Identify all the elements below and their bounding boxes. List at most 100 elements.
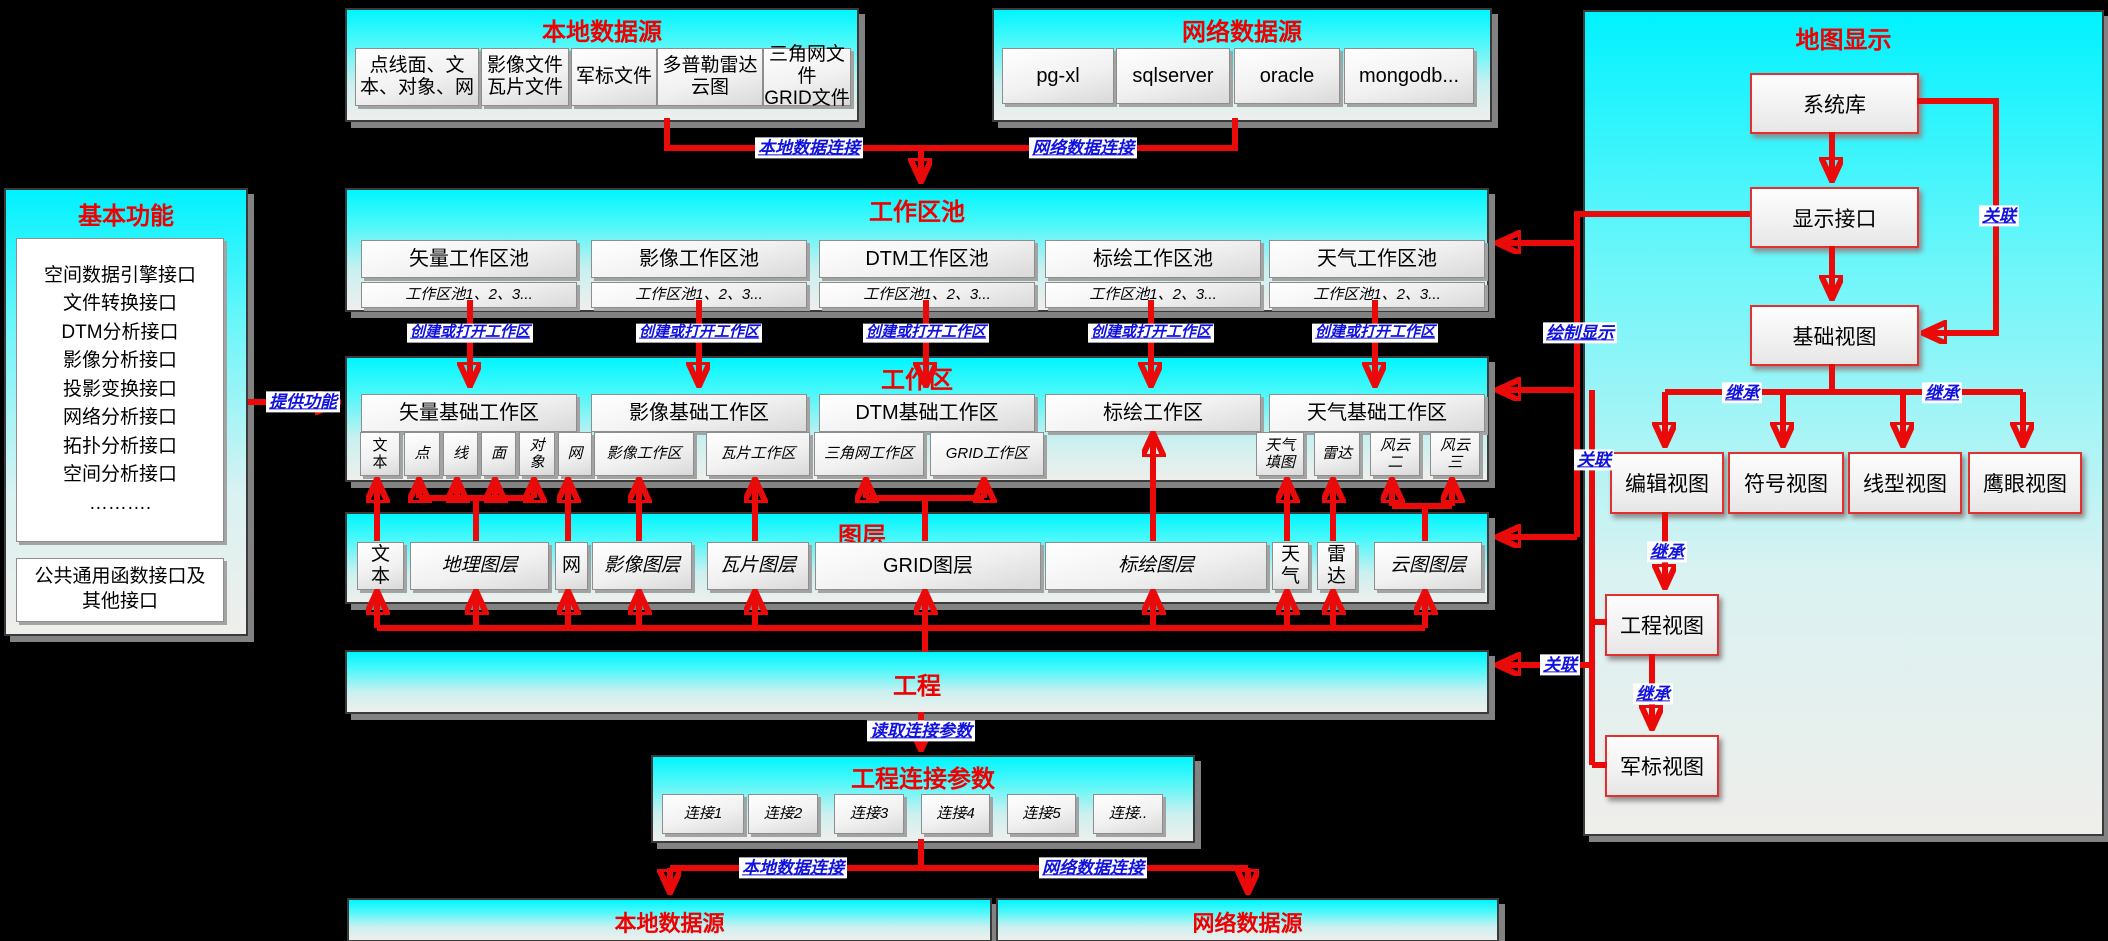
layer-image: 影像图层 [592,542,692,590]
ws-sub-tile: 瓦片工作区 [706,432,810,476]
layer-cloud: 云图图层 [1374,542,1482,590]
local-item-vector: 点线面、文 本、对象、网 [355,48,479,106]
ws-sub-net: 网 [558,432,592,476]
ws-sub-grid: GRID工作区 [930,432,1044,476]
label-associate-project: 关联 [1540,654,1580,676]
ws-sub-text: 文 本 [360,432,400,476]
display-interface-node: 显示接口 [1750,187,1919,248]
base-view-node: 基础视图 [1750,305,1919,366]
project-view-node: 工程视图 [1605,594,1719,656]
ws-sub-tin: 三角网工作区 [814,432,924,476]
pool-column-dtm: DTM工作区池 [819,240,1035,278]
pool-column-plot: 标绘工作区池 [1045,240,1261,278]
layers-bar: 图层 文 本 地理图层 网 影像图层 瓦片图层 GRID图层 标绘图层 天 气 … [345,512,1489,604]
pool-instances: 工作区池1、2、3... [361,282,577,308]
pool-column-image: 影像工作区池 [591,240,807,278]
layer-tile: 瓦片图层 [707,542,809,590]
ws-weather-base: 天气基础工作区 [1269,394,1485,432]
conn-1: 连接1 [662,794,744,834]
label-associate-views: 关联 [1574,449,1614,471]
label-network-data-connection-top: 网络数据连接 [1029,137,1137,159]
ws-image-base: 影像基础工作区 [591,394,807,432]
conn-3: 连接3 [834,794,904,834]
label-create-open-workspace-1: 创建或打开工作区 [406,323,534,343]
layer-weather: 天 气 [1272,542,1309,590]
label-inherit-right: 继承 [1922,382,1962,404]
ws-sub-fy2: 风云 二 [1370,432,1420,476]
pool-instances: 工作区池1、2、3... [1269,282,1485,308]
workspace-pool-title: 工作区池 [869,199,965,226]
network-item-mongodb: mongodb... [1344,48,1474,104]
label-inherit-military-view: 继承 [1633,683,1673,705]
conn-5: 连接5 [1007,794,1076,834]
conn-2: 连接2 [748,794,818,834]
pool-column-weather: 天气工作区池 [1269,240,1485,278]
ws-sub-object: 对 象 [519,432,555,476]
network-item-sqlserver: sqlserver [1116,48,1230,104]
eagle-eye-view-node: 鹰眼视图 [1968,452,2082,514]
network-item-oracle: oracle [1234,48,1340,104]
workspace-title: 工作区 [881,367,953,394]
label-create-open-workspace-2: 创建或打开工作区 [635,323,763,343]
label-inherit-project-view: 继承 [1647,541,1687,563]
local-data-source-title: 本地数据源 [542,19,662,46]
ws-vector-base: 矢量基础工作区 [361,394,577,432]
ws-sub-image: 影像工作区 [594,432,694,476]
conn-more: 连接.. [1093,794,1163,834]
label-provide-functions: 提供功能 [266,391,340,413]
label-network-data-connection-bottom: 网络数据连接 [1039,857,1147,879]
pool-instances: 工作区池1、2、3... [819,282,1035,308]
system-library-node: 系统库 [1750,73,1919,134]
layer-net: 网 [555,542,588,590]
local-item-military-files: 军标文件 [571,48,657,106]
ws-sub-point: 点 [404,432,440,476]
edit-view-node: 编辑视图 [1610,452,1724,514]
local-data-source-bottom-bar: 本地数据源 [347,898,992,941]
ws-sub-radar: 雷达 [1314,432,1360,476]
label-associate-syslib: 关联 [1979,205,2019,227]
basic-functions-panel: 基本功能 空间数据引擎接口 文件转换接口 DTM分析接口 影像分析接口 投影变换… [4,188,248,636]
network-item-pgxl: pg-xl [1002,48,1114,104]
ws-sub-weather-map: 天气 填图 [1256,432,1304,476]
local-item-doppler: 多普勒雷达 云图 [657,48,763,106]
local-item-tin-grid: 三角网文件 GRID文件 [763,44,851,109]
network-data-source-title: 网络数据源 [1182,19,1302,46]
pool-instances: 工作区池1、2、3... [1045,282,1261,308]
symbol-view-node: 符号视图 [1728,452,1844,514]
layer-plot: 标绘图层 [1045,542,1267,590]
connection-params-panel: 工程连接参数 连接1 连接2 连接3 连接4 连接5 连接.. [651,755,1195,843]
local-data-source-top-panel: 本地数据源 点线面、文 本、对象、网 影像文件 瓦片文件 军标文件 多普勒雷达 … [345,8,859,122]
local-data-source-bottom-title: 本地数据源 [614,911,725,936]
network-data-source-top-panel: 网络数据源 pg-xl sqlserver oracle mongodb... [992,8,1492,122]
workspace-pool-bar: 工作区池 矢量工作区池 影像工作区池 DTM工作区池 标绘工作区池 天气工作区池… [345,188,1489,312]
layer-text: 文 本 [357,542,404,590]
pool-column-vector: 矢量工作区池 [361,240,577,278]
layer-geographic: 地理图层 [410,542,549,590]
network-data-source-bottom-title: 网络数据源 [1192,911,1303,936]
label-create-open-workspace-5: 创建或打开工作区 [1311,323,1439,343]
label-draw-display: 绘制显示 [1543,322,1617,344]
basic-functions-title: 基本功能 [78,203,174,230]
label-inherit-left: 继承 [1722,382,1762,404]
label-local-data-connection-top: 本地数据连接 [755,137,863,159]
project-bar: 工程 [345,650,1489,714]
interface-list: 空间数据引擎接口 文件转换接口 DTM分析接口 影像分析接口 投影变换接口 网络… [16,238,224,542]
military-view-node: 军标视图 [1605,735,1719,797]
ws-plot: 标绘工作区 [1045,394,1261,432]
label-local-data-connection-bottom: 本地数据连接 [739,857,847,879]
ws-sub-area: 面 [481,432,516,476]
ws-dtm-base: DTM基础工作区 [819,394,1035,432]
ws-sub-fy3: 风云 三 [1430,432,1480,476]
label-create-open-workspace-3: 创建或打开工作区 [862,323,990,343]
map-display-title: 地图显示 [1795,27,1892,54]
label-read-connection-params: 读取连接参数 [867,720,975,742]
layer-grid: GRID图层 [815,542,1041,590]
conn-4: 连接4 [921,794,990,834]
label-create-open-workspace-4: 创建或打开工作区 [1087,323,1215,343]
workspace-bar: 工作区 矢量基础工作区 影像基础工作区 DTM基础工作区 标绘工作区 天气基础工… [345,356,1489,482]
connection-params-title: 工程连接参数 [851,766,995,793]
local-item-image-files: 影像文件 瓦片文件 [481,48,569,106]
linetype-view-node: 线型视图 [1848,452,1962,514]
network-data-source-bottom-bar: 网络数据源 [996,898,1499,941]
